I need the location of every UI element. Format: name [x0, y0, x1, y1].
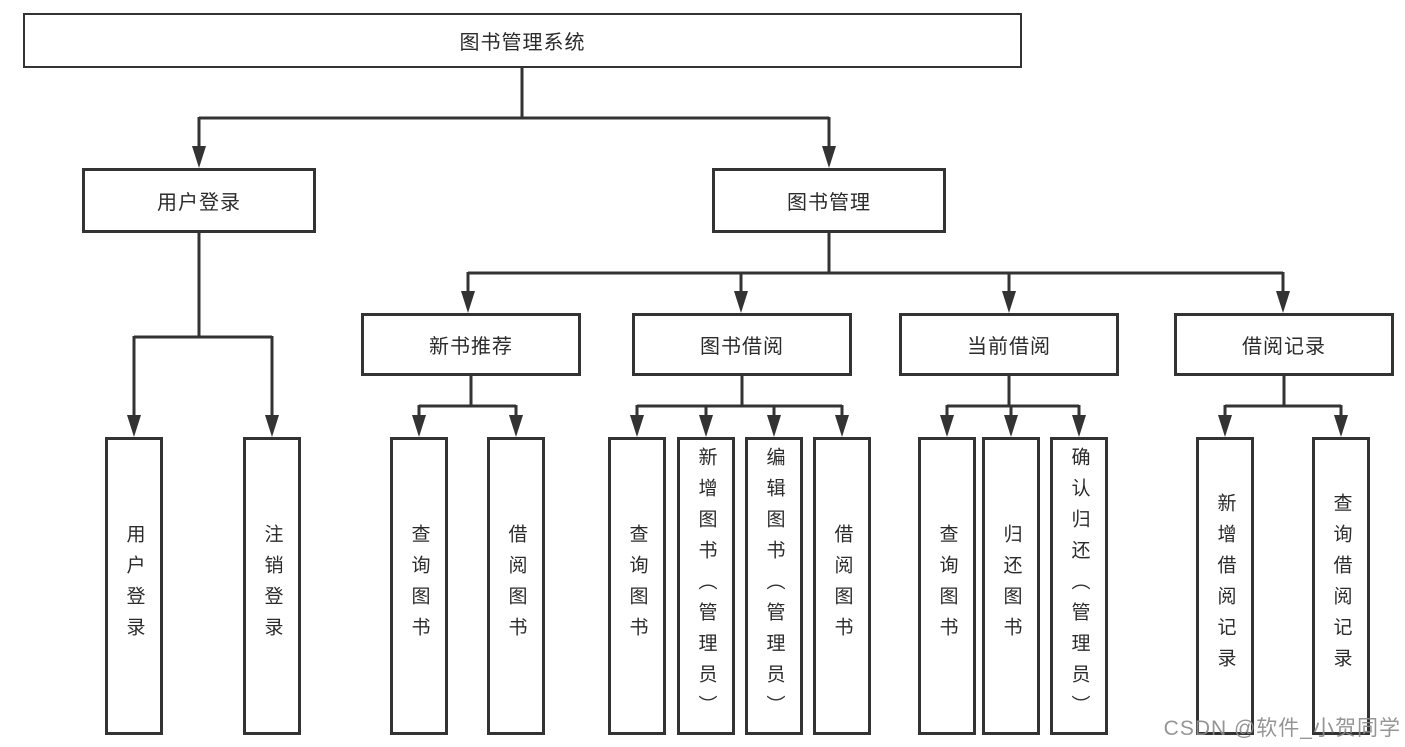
node-leaf-logout: 注销登录	[243, 437, 301, 735]
connector-new-book-branch	[417, 376, 518, 418]
node-leaf-borrow-books-recommend-label: 借阅图书	[505, 524, 527, 648]
node-user-login: 用户登录	[82, 168, 316, 233]
node-leaf-query-books-borrow-label: 查询图书	[626, 524, 648, 648]
node-leaf-return-book-label: 归还图书	[1000, 524, 1022, 648]
connector-borrow-records-branch	[1223, 376, 1343, 418]
node-leaf-query-borrow-record-label: 查询借阅记录	[1330, 493, 1352, 679]
arrowheads-book-borrow-branch	[630, 415, 849, 437]
node-current-borrowing-label: 当前借阅	[967, 336, 1051, 358]
connector-book-borrow-branch	[635, 376, 844, 418]
node-leaf-user-login-label: 用户登录	[123, 524, 145, 648]
arrowheads-current-borrow-branch	[940, 415, 1086, 437]
node-leaf-add-borrow-record-label: 新增借阅记录	[1214, 493, 1236, 679]
node-leaf-query-books-current: 查询图书	[918, 437, 976, 735]
node-root-system-label: 图书管理系统	[459, 32, 586, 54]
node-root-system: 图书管理系统	[23, 13, 1022, 68]
arrowheads-root-branch	[192, 146, 836, 168]
node-leaf-edit-book-admin: 编辑图书（管理员）	[745, 437, 803, 735]
node-new-book-recommend-label: 新书推荐	[429, 336, 513, 358]
node-borrowing-records: 借阅记录	[1174, 313, 1394, 376]
node-leaf-edit-book-admin-label: 编辑图书（管理员）	[763, 446, 785, 726]
arrowheads-borrow-records-branch	[1218, 415, 1348, 437]
node-leaf-confirm-return-admin-label: 确认归还（管理员）	[1068, 446, 1090, 726]
connector-book-mgmt-branch	[466, 233, 1285, 294]
node-leaf-query-books-recommend: 查询图书	[390, 437, 448, 735]
node-leaf-confirm-return-admin: 确认归还（管理员）	[1050, 437, 1108, 735]
node-leaf-add-borrow-record: 新增借阅记录	[1196, 437, 1254, 735]
node-book-management: 图书管理	[712, 168, 946, 233]
csdn-watermark: CSDN @软件_小贺同学	[1163, 717, 1401, 740]
node-borrowing-records-label: 借阅记录	[1242, 336, 1326, 358]
node-leaf-add-book-admin-label: 新增图书（管理员）	[695, 446, 717, 726]
node-book-management-label: 图书管理	[787, 192, 871, 214]
node-leaf-query-books-current-label: 查询图书	[936, 524, 958, 648]
connector-root-branch	[197, 68, 831, 149]
node-new-book-recommend: 新书推荐	[361, 313, 581, 376]
connector-user-login-branch	[132, 233, 274, 418]
node-leaf-add-book-admin: 新增图书（管理员）	[677, 437, 735, 735]
node-leaf-query-books-borrow: 查询图书	[608, 437, 666, 735]
node-leaf-borrow-books-label: 借阅图书	[831, 524, 853, 648]
node-leaf-logout-label: 注销登录	[261, 524, 283, 648]
node-leaf-borrow-books: 借阅图书	[813, 437, 871, 735]
arrowheads-book-mgmt-branch	[461, 291, 1290, 313]
connector-current-borrow-branch	[945, 376, 1081, 418]
arrowheads-user-login-branch	[127, 415, 279, 437]
node-user-login-label: 用户登录	[157, 192, 241, 214]
node-book-borrowing-label: 图书借阅	[700, 336, 784, 358]
node-current-borrowing: 当前借阅	[899, 313, 1119, 376]
node-leaf-borrow-books-recommend: 借阅图书	[487, 437, 545, 735]
node-book-borrowing: 图书借阅	[632, 313, 852, 376]
node-leaf-return-book: 归还图书	[982, 437, 1040, 735]
node-leaf-query-borrow-record: 查询借阅记录	[1312, 437, 1370, 735]
node-leaf-user-login: 用户登录	[105, 437, 163, 735]
node-leaf-query-books-recommend-label: 查询图书	[408, 524, 430, 648]
arrowheads-new-book-branch	[412, 415, 523, 437]
